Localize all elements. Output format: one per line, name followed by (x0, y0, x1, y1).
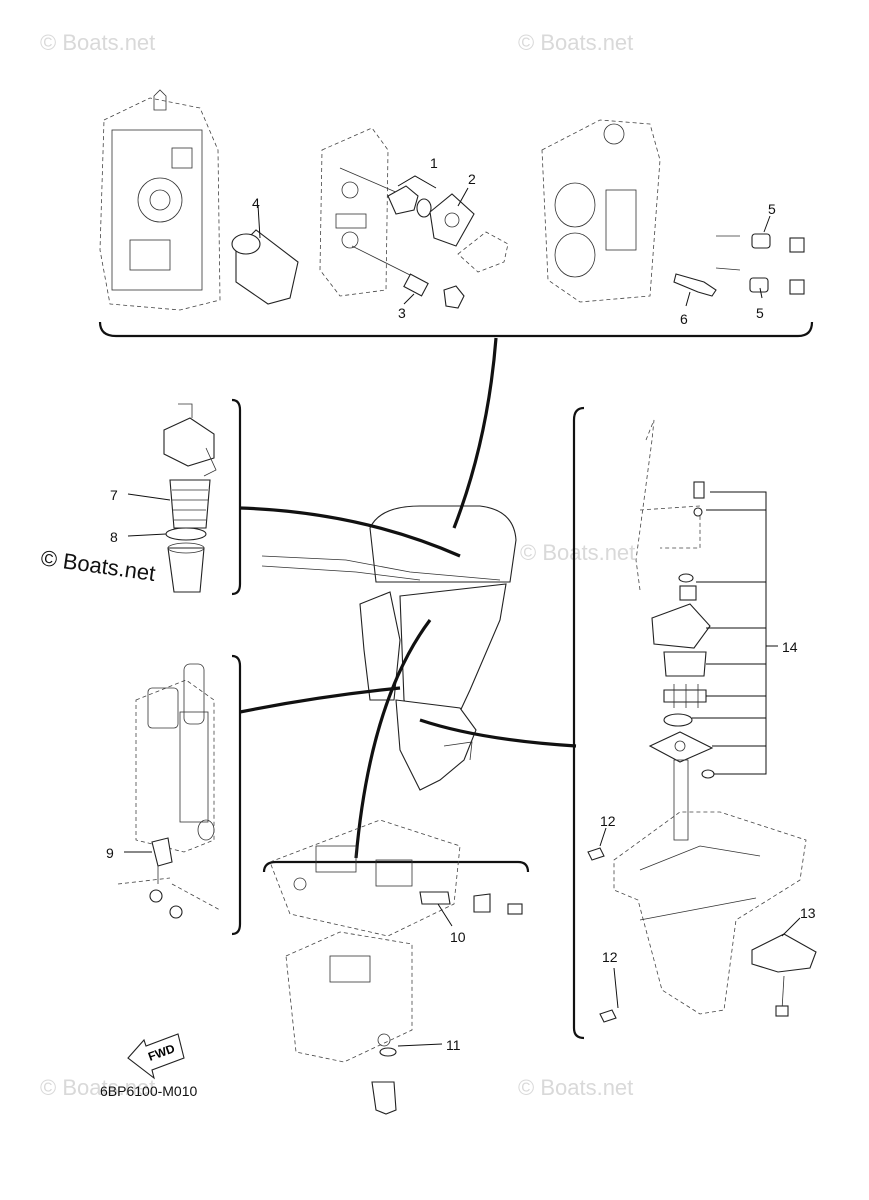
part-11-drain-plug (371, 1043, 443, 1115)
watermark-bottom-right: © Boats.net (518, 1075, 633, 1100)
callout-3: 3 (398, 305, 406, 321)
callout-5-upper: 5 (768, 201, 776, 217)
pump-o-ring (663, 713, 693, 727)
oil-pan-brace (262, 860, 530, 873)
part-6-spark-plug (673, 273, 717, 307)
exhaust-guide (269, 819, 461, 937)
top-group-engine (98, 89, 814, 338)
part-12-upper-bolt (587, 827, 607, 861)
part-3-anode (403, 273, 465, 309)
part-5-upper (716, 215, 805, 253)
watermarks: © Boats.net © Boats.net © Boats.net © Bo… (39, 30, 635, 1100)
watermark-bottom-left: © Boats.net (40, 1075, 155, 1100)
oil-filter (231, 204, 299, 305)
fuel-filter-group (127, 398, 242, 596)
fuel-brace (231, 398, 242, 596)
right-engine-block (541, 119, 661, 303)
fuel-filter-cup (167, 542, 205, 593)
callout-6: 6 (680, 311, 688, 327)
watermark-mid-right: © Boats.net (520, 540, 635, 565)
fuel-pump-body (135, 663, 215, 853)
outboard-motor-center (239, 337, 577, 859)
fuel-pump-group (117, 654, 242, 936)
pump-housing (651, 573, 711, 649)
oil-pan-group (262, 819, 530, 1115)
callout-10: 10 (450, 929, 466, 945)
link-motor-to-oil-pan (354, 619, 432, 859)
callout-8: 8 (110, 529, 118, 545)
callout-13: 13 (800, 905, 816, 921)
part-1-fitting (387, 175, 437, 218)
watermark-left-dark: © Boats.net (39, 545, 157, 586)
pump-bolt (693, 481, 705, 517)
link-motor-to-water-pump (419, 718, 577, 748)
pump-plate (648, 731, 714, 763)
callout-11: 11 (446, 1037, 461, 1053)
callout-2: 2 (468, 171, 476, 187)
part-12-lower-bolt (599, 967, 619, 1023)
part-9-hose-clip (117, 837, 221, 919)
impeller (663, 684, 707, 708)
part-2-gasket (429, 187, 475, 247)
watermark-top-left: © Boats.net (40, 30, 155, 55)
water-pump-group (572, 406, 817, 1040)
right-brace (572, 406, 585, 1040)
gearcase (613, 759, 807, 1015)
callout-1: 1 (430, 155, 438, 171)
middle-engine-block (319, 127, 421, 297)
callout-5-lower: 5 (756, 305, 764, 321)
part-13-anode (751, 917, 817, 1017)
left-engine-block (99, 89, 221, 311)
fuel-filter-housing (163, 403, 217, 477)
part-7-filter-element (127, 479, 211, 529)
callouts: 1 2 3 4 5 5 6 7 8 9 10 11 12 12 13 14 (106, 155, 816, 1053)
pump-insert (663, 651, 707, 677)
callout-9: 9 (106, 845, 114, 861)
part-10-pipe (419, 891, 523, 927)
link-upper-left-to-motor (239, 506, 461, 558)
fuel-pump-brace (231, 654, 242, 936)
top-brace (98, 321, 814, 338)
watermark-top-right: © Boats.net (518, 30, 633, 55)
thermostat-cover (457, 231, 509, 273)
link-lower-left-to-motor (239, 686, 401, 714)
link-top-to-motor (452, 337, 498, 529)
part-14-bracket (692, 491, 778, 779)
callout-14: 14 (782, 639, 798, 655)
part-5-lower (715, 267, 805, 299)
oil-pan (285, 931, 413, 1063)
fwd-arrow-icon: FWD (127, 1033, 185, 1080)
callout-12-lower: 12 (602, 949, 618, 965)
callout-12-upper: 12 (600, 813, 616, 829)
diagram-code: 6BP6100-M010 (100, 1083, 198, 1099)
callout-7: 7 (110, 487, 118, 503)
callout-4: 4 (252, 195, 260, 211)
part-8-o-ring (127, 527, 207, 541)
